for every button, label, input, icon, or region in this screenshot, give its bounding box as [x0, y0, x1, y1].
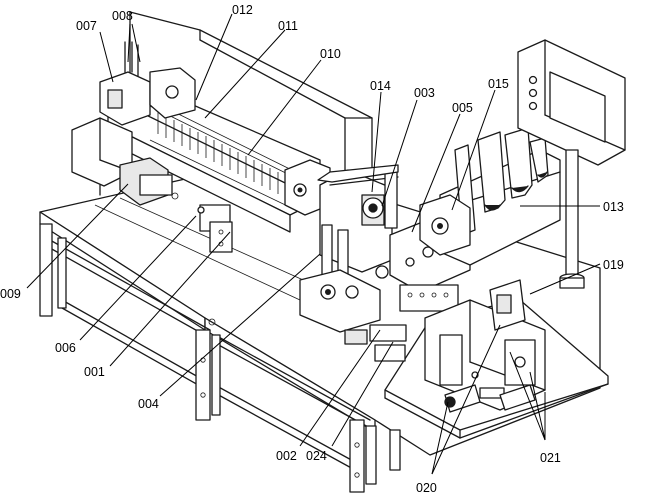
callout-labels: 007 008 012 011 010 014 003 005 015 013 …	[0, 3, 624, 495]
callout-005: 005	[452, 101, 473, 115]
callout-007: 007	[76, 19, 97, 33]
callout-009: 009	[0, 287, 21, 301]
callout-008: 008	[112, 9, 133, 23]
callout-014: 014	[370, 79, 391, 93]
left-motor-unit	[71, 117, 233, 253]
callout-002: 002	[276, 449, 297, 463]
callout-006: 006	[55, 341, 76, 355]
right-station	[424, 279, 546, 413]
callout-020: 020	[416, 481, 437, 495]
conveyor-rail	[99, 41, 331, 233]
callout-003: 003	[414, 86, 435, 100]
callout-012: 012	[232, 3, 253, 17]
leader-lines	[26, 13, 601, 475]
callout-015: 015	[488, 77, 509, 91]
control-panel	[517, 39, 626, 289]
right-feeder	[419, 127, 561, 266]
callout-019: 019	[603, 258, 624, 272]
callout-010: 010	[320, 47, 341, 61]
callout-013: 013	[603, 200, 624, 214]
callout-024: 024	[306, 449, 327, 463]
callout-011: 011	[278, 19, 298, 33]
callout-021: 021	[540, 451, 561, 465]
callout-001: 001	[84, 365, 105, 379]
callout-004: 004	[138, 397, 159, 411]
